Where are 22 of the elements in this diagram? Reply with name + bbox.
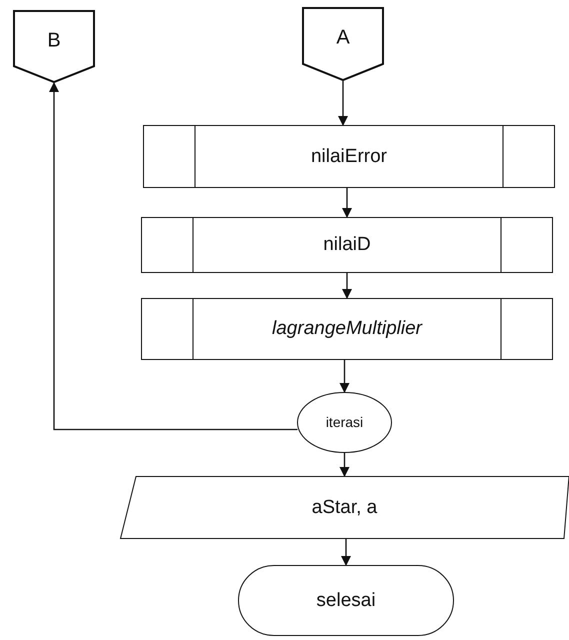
node-label: B <box>47 29 61 52</box>
output-parallelogram <box>120 476 569 539</box>
arrow <box>340 453 350 477</box>
node-label: A <box>336 26 350 49</box>
offpage-connector <box>13 10 95 83</box>
subroutine-box <box>141 217 553 273</box>
subroutine-box <box>141 298 553 360</box>
node-label: selesai <box>316 590 376 610</box>
arrow <box>341 539 351 566</box>
node-label: aStar, a <box>312 496 378 518</box>
node-label: nilaiError <box>310 146 388 166</box>
arrow <box>338 81 348 126</box>
arrow <box>340 360 350 393</box>
arrow <box>49 82 298 430</box>
arrow <box>342 273 352 299</box>
loop-ellipse <box>297 392 392 453</box>
node-label: nilaiD <box>323 234 371 255</box>
subroutine-box <box>143 125 555 188</box>
arrow <box>342 188 352 218</box>
offpage-connector <box>302 7 384 81</box>
node-label: lagrangeMultiplier <box>272 318 422 339</box>
node-label: iterasi <box>326 414 364 430</box>
